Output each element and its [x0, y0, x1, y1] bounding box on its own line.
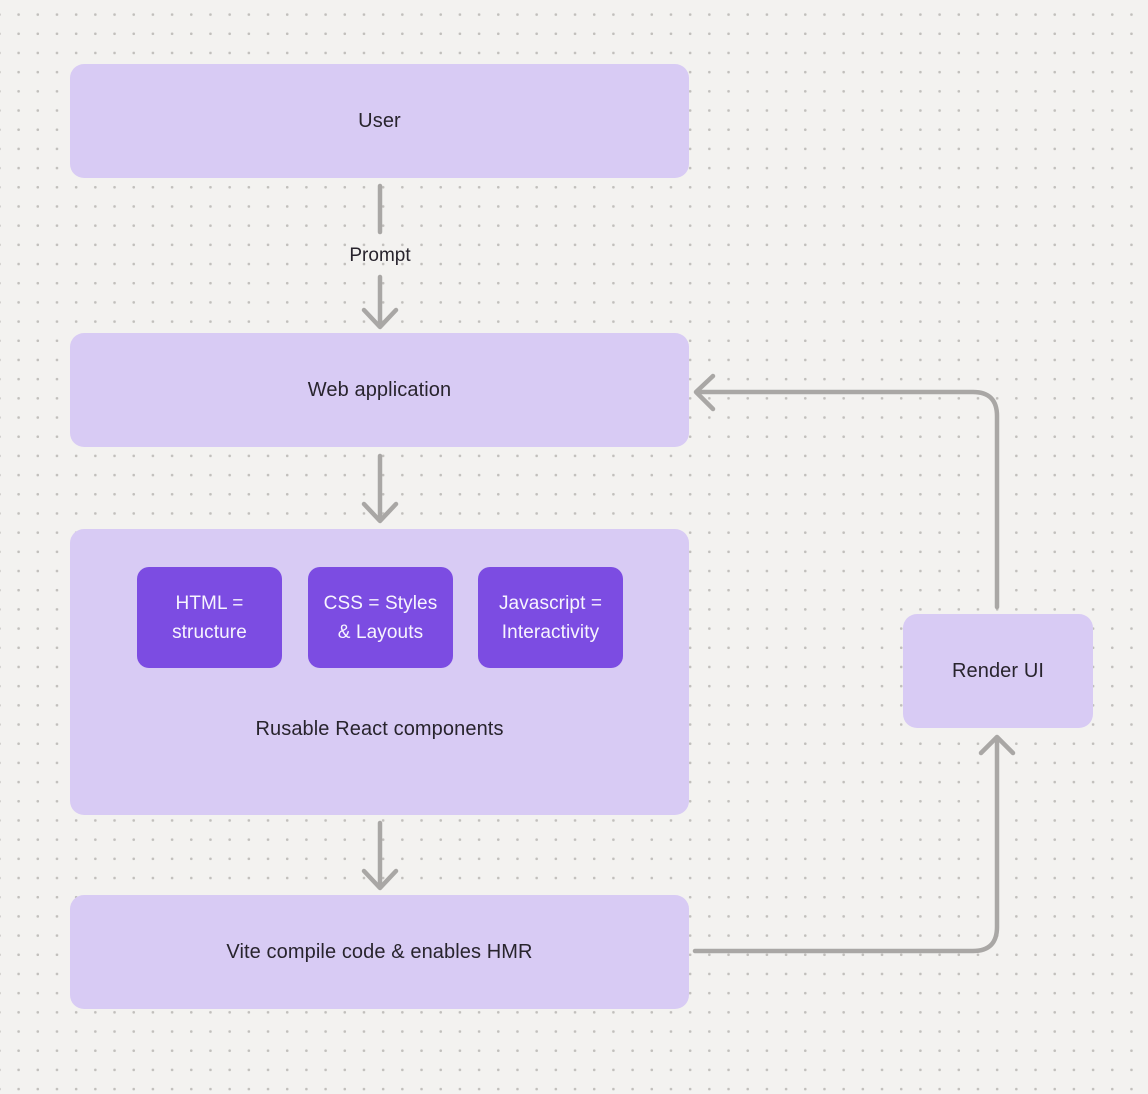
node-user-label: User: [358, 109, 401, 132]
edge-webapp-to-components[interactable]: [361, 453, 399, 524]
node-render-ui[interactable]: Render UI: [903, 614, 1093, 728]
arrowhead-left-icon: [693, 373, 716, 412]
edge-label-prompt: Prompt: [349, 245, 411, 266]
edge-render-ui-to-webapp[interactable]: [693, 373, 1000, 610]
node-javascript-interactivity-label: Javascript = Interactivity: [498, 592, 603, 643]
node-html-structure[interactable]: HTML = structure: [137, 567, 282, 668]
arrowhead-up-icon: [978, 734, 1016, 756]
edge-render-ui-to-webapp-segment[interactable]: [698, 389, 1000, 610]
edge-components-to-vite[interactable]: [361, 820, 399, 891]
node-vite-compile[interactable]: Vite compile code & enables HMR: [70, 895, 689, 1009]
node-javascript-interactivity[interactable]: Javascript = Interactivity: [478, 567, 623, 668]
node-html-structure-label: HTML = structure: [172, 592, 247, 643]
arrowhead-down-icon: [361, 501, 399, 524]
edge-user-to-webapp[interactable]: [361, 183, 399, 330]
node-user[interactable]: User: [70, 64, 689, 178]
arrowhead-down-icon: [361, 868, 399, 891]
node-render-ui-label: Render UI: [951, 659, 1045, 682]
node-web-application[interactable]: Web application: [70, 333, 689, 447]
node-css-styles[interactable]: CSS = Styles & Layouts: [308, 567, 453, 668]
arrowhead-down-icon: [361, 307, 399, 330]
node-css-styles-label: CSS = Styles & Layouts: [323, 592, 438, 643]
edge-vite-to-render-ui-segment[interactable]: [692, 738, 1000, 954]
node-components-container[interactable]: HTML = structure CSS = Styles & Layouts …: [70, 529, 689, 815]
node-web-application-label: Web application: [307, 378, 452, 401]
components-caption: Rusable React components: [255, 718, 504, 740]
node-vite-compile-label: Vite compile code & enables HMR: [226, 940, 533, 963]
edge-vite-to-render-ui[interactable]: [692, 734, 1016, 954]
